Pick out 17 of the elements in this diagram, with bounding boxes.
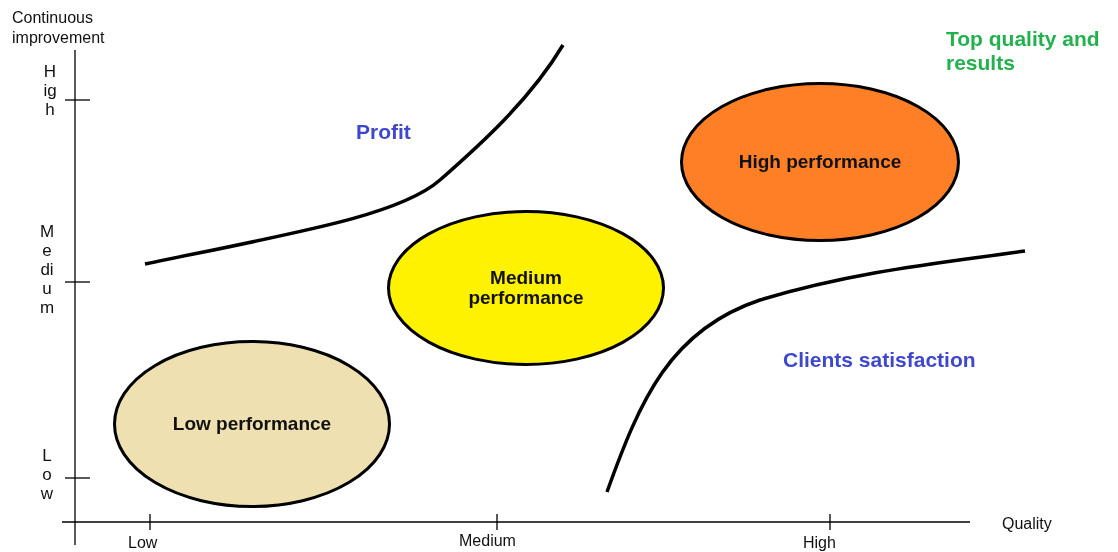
- tick-label: Medium: [40, 222, 54, 317]
- axis-title: Quality: [1002, 514, 1053, 534]
- tick-label: Medium: [459, 531, 517, 551]
- region-label: Clients satisfaction: [783, 347, 977, 372]
- node-label: Low performance: [171, 414, 333, 434]
- region-label: Top quality and results: [946, 27, 1101, 75]
- axis-title: Continuous improvement: [12, 8, 106, 48]
- tick-label: High: [43, 62, 57, 119]
- performance-ellipse: [113, 340, 391, 508]
- region-label: Profit: [356, 119, 412, 144]
- tick-label: Low: [128, 533, 159, 552]
- tick-label: High: [803, 533, 837, 552]
- node-label: High performance: [737, 152, 903, 172]
- performance-ellipse: [680, 82, 960, 242]
- node-label: Medium performance: [467, 268, 585, 308]
- performance-ellipse: [387, 210, 665, 366]
- tick-label: Low: [40, 446, 54, 503]
